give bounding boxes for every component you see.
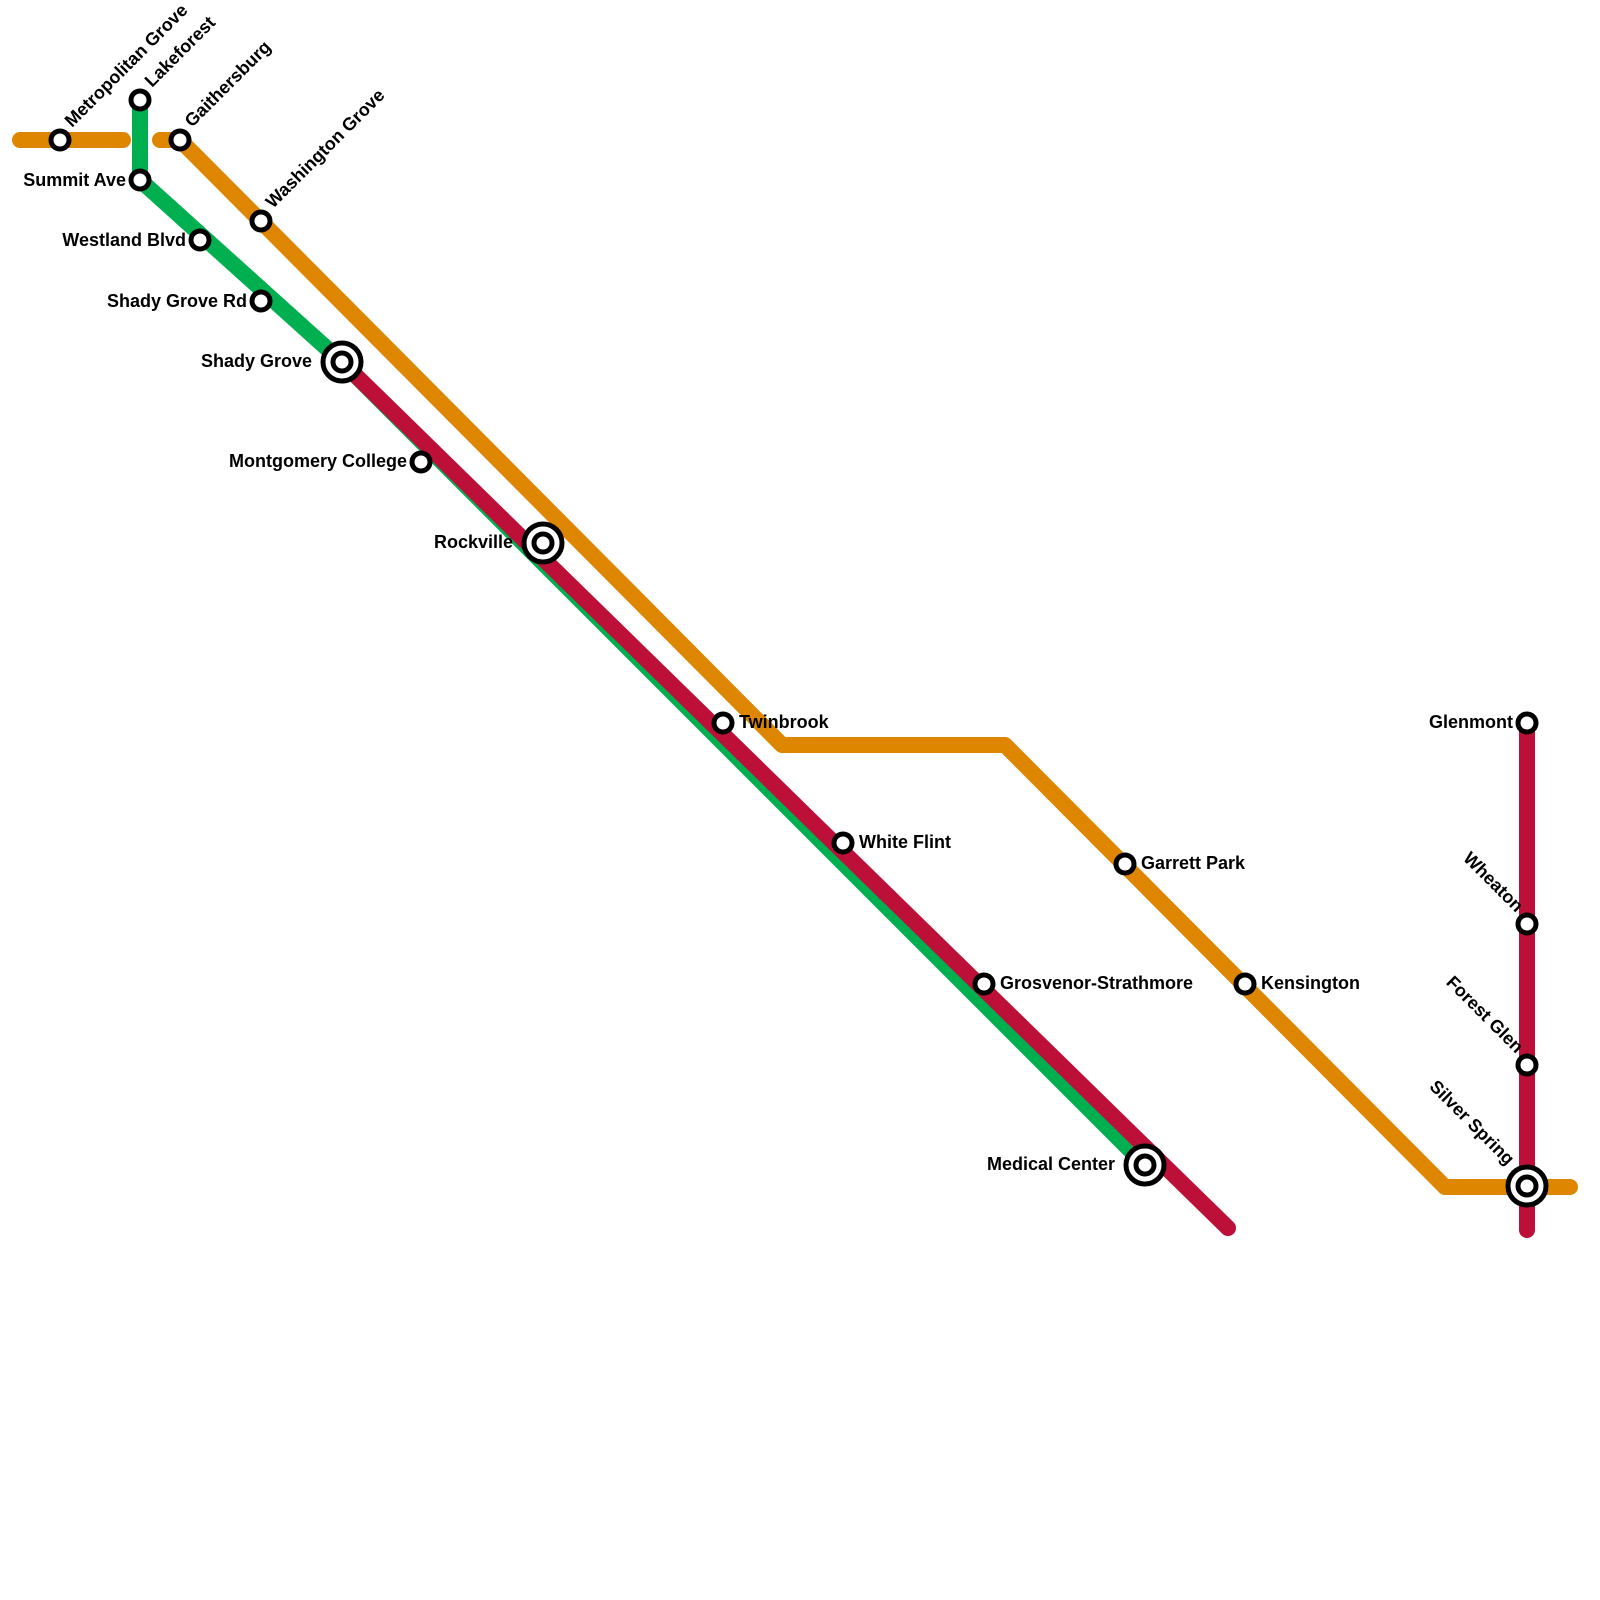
orange-line-main-segment: [152, 132, 1578, 1195]
label-twinbrook: Twinbrook: [739, 712, 830, 732]
interchange-rockville[interactable]: [521, 521, 565, 565]
station-labels: Metropolitan Grove Lakeforest Gaithersbu…: [23, 0, 1527, 1174]
label-rockville: Rockville: [434, 532, 513, 552]
station-marker-gaithersburg[interactable]: [168, 128, 192, 152]
station-marker-twinbrook[interactable]: [711, 711, 735, 735]
label-montgomery-college: Montgomery College: [229, 451, 407, 471]
label-kensington: Kensington: [1261, 973, 1360, 993]
station-marker-kensington[interactable]: [1233, 972, 1257, 996]
station-marker-glenmont[interactable]: [1515, 711, 1539, 735]
red-line: [334, 354, 1535, 1238]
label-garrett-park: Garrett Park: [1141, 853, 1246, 873]
label-glenmont: Glenmont: [1429, 712, 1513, 732]
interchange-inner-ring: [1515, 1174, 1539, 1198]
label-shady-grove-rd: Shady Grove Rd: [107, 291, 247, 311]
interchange-inner-ring: [1133, 1153, 1157, 1177]
interchange-medical-center[interactable]: [1123, 1143, 1167, 1187]
station-marker-wheaton[interactable]: [1515, 912, 1539, 936]
label-wheaton: Wheaton: [1459, 848, 1527, 916]
label-forest-glen: Forest Glen: [1442, 972, 1527, 1057]
station-marker-grosvenor-strathmore[interactable]: [972, 972, 996, 996]
label-medical-center: Medical Center: [987, 1154, 1115, 1174]
label-grosvenor-strathmore: Grosvenor-Strathmore: [1000, 973, 1193, 993]
station-marker-lakeforest[interactable]: [128, 88, 152, 112]
station-marker-forest-glen[interactable]: [1515, 1053, 1539, 1077]
station-marker-metropolitan-grove[interactable]: [48, 128, 72, 152]
station-marker-montgomery-college[interactable]: [409, 450, 433, 474]
station-marker-garrett-park[interactable]: [1113, 852, 1137, 876]
station-marker-westland-blvd[interactable]: [188, 228, 212, 252]
label-washington-grove: Washington Grove: [262, 85, 389, 212]
stations: [48, 88, 1539, 1077]
interchange-shady-grove[interactable]: [320, 340, 364, 384]
label-summit-ave: Summit Ave: [23, 170, 126, 190]
station-marker-summit-ave[interactable]: [128, 168, 152, 192]
station-marker-washington-grove[interactable]: [249, 209, 273, 233]
label-silver-spring: Silver Spring: [1426, 1076, 1519, 1169]
label-white-flint: White Flint: [859, 832, 951, 852]
red-line-west-branch: [334, 354, 1236, 1236]
station-marker-white-flint[interactable]: [831, 831, 855, 855]
station-marker-shady-grove-rd[interactable]: [249, 289, 273, 313]
label-westland-blvd: Westland Blvd: [62, 230, 186, 250]
label-gaithersburg: Gaithersburg: [181, 37, 275, 131]
interchange-inner-ring: [330, 350, 354, 374]
interchange-silver-spring[interactable]: [1505, 1164, 1549, 1208]
interchange-inner-ring: [531, 531, 555, 555]
label-shady-grove: Shady Grove: [201, 351, 312, 371]
